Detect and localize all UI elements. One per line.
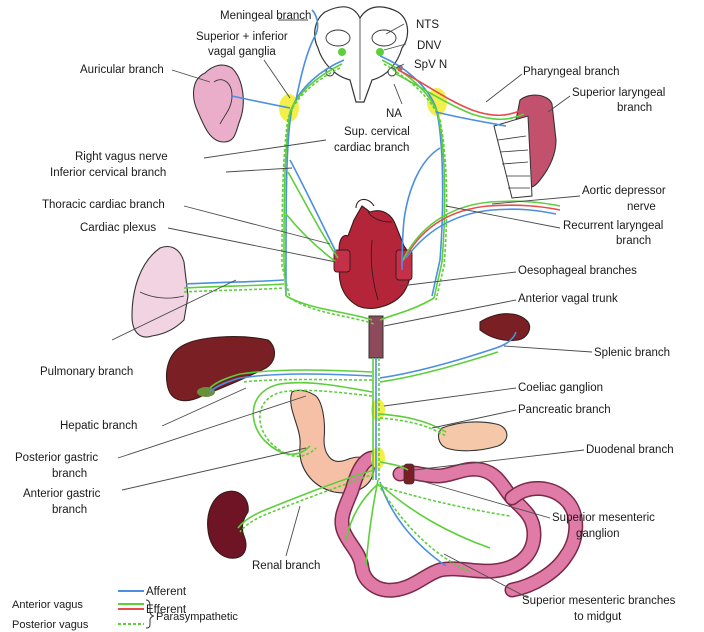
label-vagal-ganglia-line2: vagal ganglia: [208, 46, 276, 58]
label-duodenal-branch: Duodenal branch: [586, 444, 674, 456]
label-sup-mes-ganglion-line1: Superior mesenteric: [552, 512, 655, 524]
label-vagal-ganglia-line1: Superior + inferior: [196, 31, 288, 43]
label-coeliac-ganglion: Coeliac ganglion: [518, 382, 603, 394]
label-na: NA: [386, 108, 402, 120]
label-sup-cervical-line1: Sup. cervical: [344, 126, 410, 138]
label-nts: NTS: [416, 19, 439, 31]
label-sup-mes-ganglion-line2: ganglion: [576, 528, 619, 540]
legend-afferent-label: Afferent: [146, 586, 187, 598]
label-renal-branch: Renal branch: [252, 560, 320, 572]
label-auricular-branch: Auricular branch: [80, 64, 164, 76]
label-dnv: DNV: [417, 40, 442, 52]
label-recurrent-laryngeal-line1: Recurrent laryngeal: [563, 220, 663, 232]
label-pharyngeal-branch: Pharyngeal branch: [523, 66, 620, 78]
intestine: [342, 458, 576, 590]
label-posterior-gastric-line2: branch: [52, 468, 87, 480]
legend-anterior-vagus-label: Anterior vagus: [12, 599, 83, 611]
label-right-vagus-nerve: Right vagus nerve: [75, 151, 168, 163]
label-cardiac-plexus: Cardiac plexus: [80, 222, 156, 234]
larynx: [494, 95, 556, 198]
label-oesophageal-branches: Oesophageal branches: [518, 265, 637, 277]
label-sup-mes-branches-line2: to midgut: [574, 611, 622, 623]
liver: [167, 337, 275, 401]
heart: [334, 199, 412, 308]
label-inferior-cervical-branch: Inferior cervical branch: [50, 167, 166, 179]
label-aortic-depressor-line1: Aortic depressor: [582, 185, 666, 197]
label-superior-laryngeal-line1: Superior laryngeal: [572, 87, 665, 99]
label-thoracic-cardiac-branch: Thoracic cardiac branch: [42, 199, 165, 211]
label-anterior-vagal-trunk: Anterior vagal trunk: [518, 293, 618, 305]
legend-parasympathetic-label: Parasympathetic: [156, 611, 238, 623]
legend-posterior-vagus-label: Posterior vagus: [12, 619, 89, 631]
brainstem-section: [315, 7, 408, 102]
ear: [194, 65, 244, 142]
spleen: [480, 314, 530, 341]
label-aortic-depressor-line2: nerve: [627, 201, 656, 213]
kidney: [208, 491, 249, 558]
label-sup-mes-branches-line1: Superior mesenteric branches: [522, 595, 676, 607]
label-superior-laryngeal-line2: branch: [617, 102, 652, 114]
label-splenic-branch: Splenic branch: [594, 347, 670, 359]
legend: Afferent Efferent Anterior vagus Posteri…: [12, 586, 238, 631]
label-pulmonary-branch: Pulmonary branch: [40, 366, 133, 378]
label-sup-cervical-line2: cardiac branch: [334, 142, 409, 154]
label-meningeal-branch: Meningeal branch: [220, 10, 311, 22]
label-anterior-gastric-line1: Anterior gastric: [23, 488, 101, 500]
label-anterior-gastric-line2: branch: [52, 504, 87, 516]
pancreas: [439, 422, 507, 451]
oesophagus: [369, 316, 383, 358]
label-pancreatic-branch: Pancreatic branch: [518, 404, 611, 416]
label-hepatic-branch: Hepatic branch: [60, 420, 137, 432]
label-posterior-gastric-line1: Posterior gastric: [15, 452, 98, 464]
label-spvn: SpV N: [414, 59, 447, 71]
label-recurrent-laryngeal-line2: branch: [616, 235, 651, 247]
